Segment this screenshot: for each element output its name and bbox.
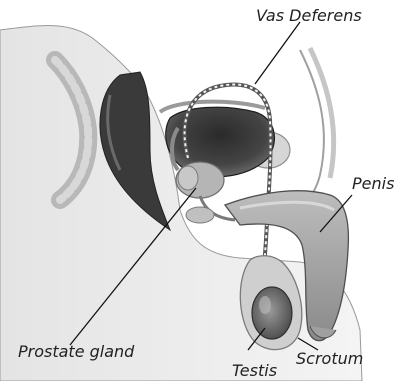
- label-scrotum: Scrotum: [296, 349, 363, 368]
- bladder: [166, 107, 275, 177]
- label-vas-deferens: Vas Deferens: [256, 6, 362, 25]
- label-testis: Testis: [232, 361, 277, 380]
- label-prostate-gland: Prostate gland: [18, 342, 135, 361]
- leader-vas-deferens: [255, 22, 300, 84]
- testis: [252, 287, 292, 339]
- label-penis: Penis: [352, 174, 394, 193]
